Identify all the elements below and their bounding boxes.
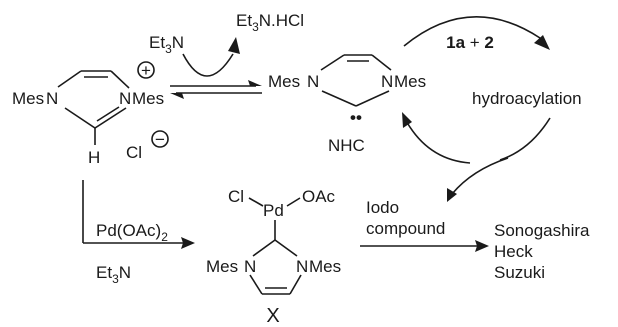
n-right-label: N <box>119 89 131 108</box>
nhc-label: NHC <box>328 136 365 155</box>
coupling-arrow-head <box>475 240 489 252</box>
et3n-bottom-label: Et3N <box>96 263 131 286</box>
nhc-mes-right-label: Mes <box>394 72 426 91</box>
pd-mes-right-label: Mes <box>309 257 341 276</box>
pd-mes-left-label: Mes <box>206 257 238 276</box>
pd-n-left-label: N <box>244 257 256 276</box>
pd-label: Pd <box>263 201 284 220</box>
coupling-sonogashira: Sonogashira <box>494 221 590 240</box>
plus-charge-circle <box>137 61 155 79</box>
pd-n-right-label: N <box>296 257 308 276</box>
equilibrium-arrows <box>170 80 262 99</box>
cycle-arc-bottom <box>407 123 471 164</box>
deprotonation-curved-arrow <box>182 53 234 77</box>
et3n-label: Et3N <box>149 33 184 56</box>
imidazolium-salt: Mes N N Mes + H Cl − <box>12 61 169 167</box>
coupling-output: Sonogashira Heck Suzuki <box>360 221 590 282</box>
complex-x-label: X <box>266 305 279 327</box>
carbene-lone-pair: •• <box>350 108 362 127</box>
iodo-branch-arrow <box>451 157 509 195</box>
mes-left-label: Mes <box>12 89 44 108</box>
curved-arrow-head <box>228 37 240 54</box>
coupling-suzuki: Suzuki <box>494 263 545 282</box>
chloride-label: Cl <box>126 143 142 162</box>
pd-route-arrow-head <box>181 237 195 249</box>
iodo-label: Iodo <box>366 198 399 217</box>
plus-charge: + <box>141 61 151 80</box>
base-reagents: Et3N Et3N.HCl <box>149 11 304 77</box>
pd-route: Pd(OAc)2 Et3N <box>82 180 195 286</box>
cycle-reactants: 1a + 2 <box>446 33 494 52</box>
cycle-arc-top <box>403 16 541 47</box>
free-nhc: Mes N N Mes •• NHC <box>268 54 426 155</box>
pd-nhc-ring <box>249 239 302 295</box>
coupling-heck: Heck <box>494 242 533 261</box>
mes-right-label: Mes <box>132 89 164 108</box>
compound-label: compound <box>366 219 445 238</box>
pd-cl-label: Cl <box>228 187 244 206</box>
cycle-arc-right <box>499 117 551 161</box>
catalytic-cycle: 1a + 2 hydroacylation Iodo compound <box>366 16 582 238</box>
imidazolium-ring <box>57 70 130 145</box>
minus-charge: − <box>155 130 165 149</box>
et3n-hcl-label: Et3N.HCl <box>236 11 304 34</box>
nhc-n-left-label: N <box>307 72 319 91</box>
nhc-ring <box>320 54 392 107</box>
minus-charge-circle <box>151 130 169 148</box>
h-label: H <box>88 148 100 167</box>
pd-source-label: Pd(OAc)2 <box>96 221 168 244</box>
nhc-mes-left-label: Mes <box>268 72 300 91</box>
pd-complex: Cl Pd OAc Mes N N Mes X <box>206 187 341 327</box>
nhc-n-right-label: N <box>381 72 393 91</box>
n-left-label: N <box>46 89 58 108</box>
pd-oac-label: OAc <box>302 187 336 206</box>
hydroacylation-label: hydroacylation <box>472 89 582 108</box>
